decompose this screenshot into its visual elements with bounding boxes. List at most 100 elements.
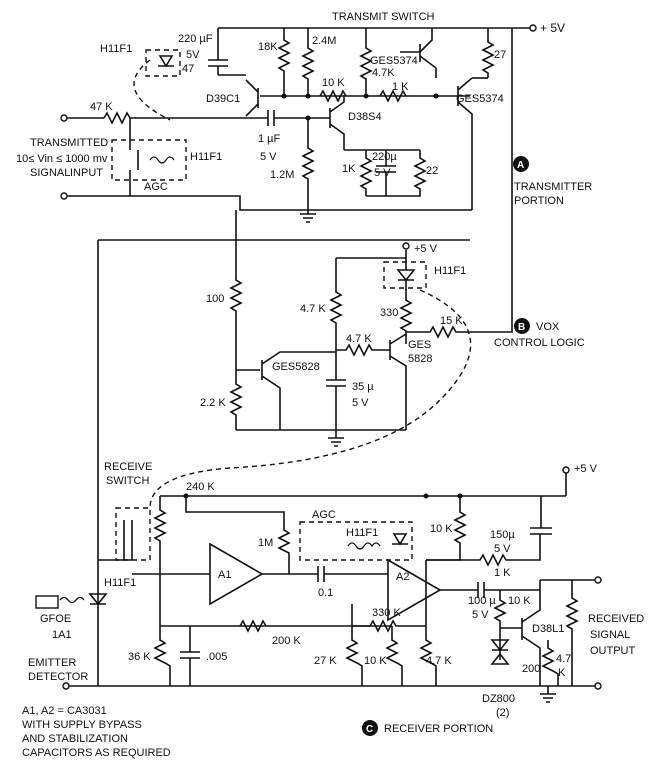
label-r22: 22 <box>426 165 438 177</box>
label-r200: 200 <box>522 663 540 675</box>
badge-c: C <box>362 720 378 736</box>
label-c220uf-v: 5V <box>186 49 200 61</box>
label-r330k: 330 K <box>372 607 401 619</box>
label-a1: A1 <box>218 569 231 581</box>
label-c1uf: 1 µF <box>258 133 281 145</box>
label-c01: 0.1 <box>318 587 333 599</box>
label-c220uf: 220 µF <box>178 33 213 45</box>
vox-control-logic <box>97 210 488 574</box>
label-c150u-v: 5 V <box>494 543 511 555</box>
label-q-ges5374-a: GES5374 <box>370 55 418 67</box>
label-q-d38l1: D38L1 <box>532 623 564 635</box>
label-dz800: DZ800 <box>482 693 515 705</box>
label-q-d39c1: D39C1 <box>206 93 240 105</box>
label-c35u-v: 5 V <box>352 397 369 409</box>
label-dz800-n: (2) <box>496 707 509 719</box>
label-q-d38s4: D38S4 <box>348 111 382 123</box>
label-r100: 100 <box>206 293 224 305</box>
label-h11f1-a: H11F1 <box>100 43 132 55</box>
label-h11f1-e: H11F1 <box>104 577 136 589</box>
label-input: INPUT <box>70 167 103 179</box>
label-c100u-v: 5 V <box>472 609 489 621</box>
label-r4-7k-d: 4.7 K <box>426 655 452 667</box>
label-r27: 27 <box>494 49 506 61</box>
label-r4-7: 4.7 <box>556 653 571 665</box>
label-transmit-switch: TRANSMIT SWITCH <box>332 11 435 23</box>
label-vin-range: 10≤ Vin ≤ 1000 mv <box>16 153 108 165</box>
label-a2: A2 <box>396 571 409 583</box>
label-r1k-c: 1 K <box>494 567 511 579</box>
label-c1uf-v: 5 V <box>260 151 277 163</box>
label-q-ges: GES <box>408 339 431 351</box>
label-vox: VOX <box>536 321 560 333</box>
labels: TRANSMIT SWITCH + 5V H11F1 220 µF 5V 47 … <box>16 11 644 759</box>
label-h11f1-d: H11F1 <box>346 527 378 539</box>
badge-c-text: C <box>366 724 373 735</box>
label-agc-a: AGC <box>144 181 168 193</box>
label-detector: DETECTOR <box>28 671 88 683</box>
label-c35u: 35 µ <box>352 381 374 393</box>
label-receive: RECEIVE <box>104 461 152 473</box>
label-q-ges5374-b: GES5374 <box>456 93 504 105</box>
label-q-ges5828-a: GES5828 <box>272 361 320 373</box>
label-note4: CAPACITORS AS REQUIRED <box>22 747 171 759</box>
label-r1k-b: 1K <box>342 163 356 175</box>
label-gfoe-1a1: 1A1 <box>52 629 72 641</box>
label-r15k: 15 K <box>440 315 463 327</box>
label-r330: 330 <box>380 307 398 319</box>
label-receiver-portion: RECEIVER PORTION <box>384 723 493 735</box>
label-r200k: 200 K <box>272 635 301 647</box>
label-emitter: EMITTER <box>28 657 76 669</box>
label-note2: WITH SUPPLY BYPASS <box>22 719 142 731</box>
label-r4-7k-b: 4.7 K <box>300 303 326 315</box>
label-output: OUTPUT <box>590 645 636 657</box>
label-r-k: K <box>558 667 566 679</box>
receiver-portion <box>35 466 602 703</box>
label-r10k-c: 10 K <box>508 595 531 607</box>
label-c220u: 220µ <box>372 151 397 163</box>
label-r24m: 2.4M <box>312 35 336 47</box>
label-transmitted: TRANSMITTED <box>30 137 108 149</box>
label-received: RECEIVED <box>588 613 644 625</box>
label-h11f1-c: H11F1 <box>434 265 466 277</box>
label-agc-b: AGC <box>312 509 336 521</box>
label-r36k: 36 K <box>128 651 151 663</box>
label-portion: PORTION <box>514 195 564 207</box>
label-r1-2m: 1.2M <box>270 169 294 181</box>
transmitter-portion <box>60 24 537 333</box>
label-r1k-a: 1 K <box>392 81 409 93</box>
badge-b-text: B <box>518 322 525 333</box>
label-signal: SIGNAL <box>30 167 70 179</box>
badge-a: A <box>513 156 529 172</box>
label-gfoe: GFOE <box>40 613 71 625</box>
label-c005: .005 <box>206 651 227 663</box>
label-r47a: 47 <box>182 63 194 75</box>
label-r10k-d: 10 K <box>364 655 387 667</box>
label-r18k: 18K <box>258 41 278 53</box>
label-signal-rx: SIGNAL <box>590 629 630 641</box>
label-c220u-v: 5 V <box>374 167 391 179</box>
label-note1: A1, A2 = CA3031 <box>22 705 107 717</box>
label-r27k: 27 K <box>314 655 337 667</box>
label-h11f1-b: H11F1 <box>190 151 222 163</box>
badge-b: B <box>514 318 530 334</box>
label-r10k-a: 10 K <box>322 77 345 89</box>
label-c150u: 150µ <box>490 529 515 541</box>
label-transmitter: TRANSMITTER <box>514 181 592 193</box>
label-switch: SWITCH <box>106 475 149 487</box>
label-r2-2k: 2.2 K <box>200 397 226 409</box>
label-supply-rx: +5 V <box>574 463 598 475</box>
label-r240k: 240 K <box>186 481 215 493</box>
label-r1m: 1M <box>258 537 273 549</box>
label-r4-7k-c: 4.7 K <box>346 333 372 345</box>
label-r4-7k-a: 4.7K <box>372 67 395 79</box>
label-q-5828: 5828 <box>408 353 432 365</box>
badge-a-text: A <box>517 160 524 171</box>
label-r47k: 47 K <box>90 101 113 113</box>
label-control-logic: CONTROL LOGIC <box>494 337 585 349</box>
label-supply-top: + 5V <box>540 21 565 35</box>
label-supply-vox: +5 V <box>414 243 438 255</box>
label-r10k-b: 10 K <box>430 523 453 535</box>
